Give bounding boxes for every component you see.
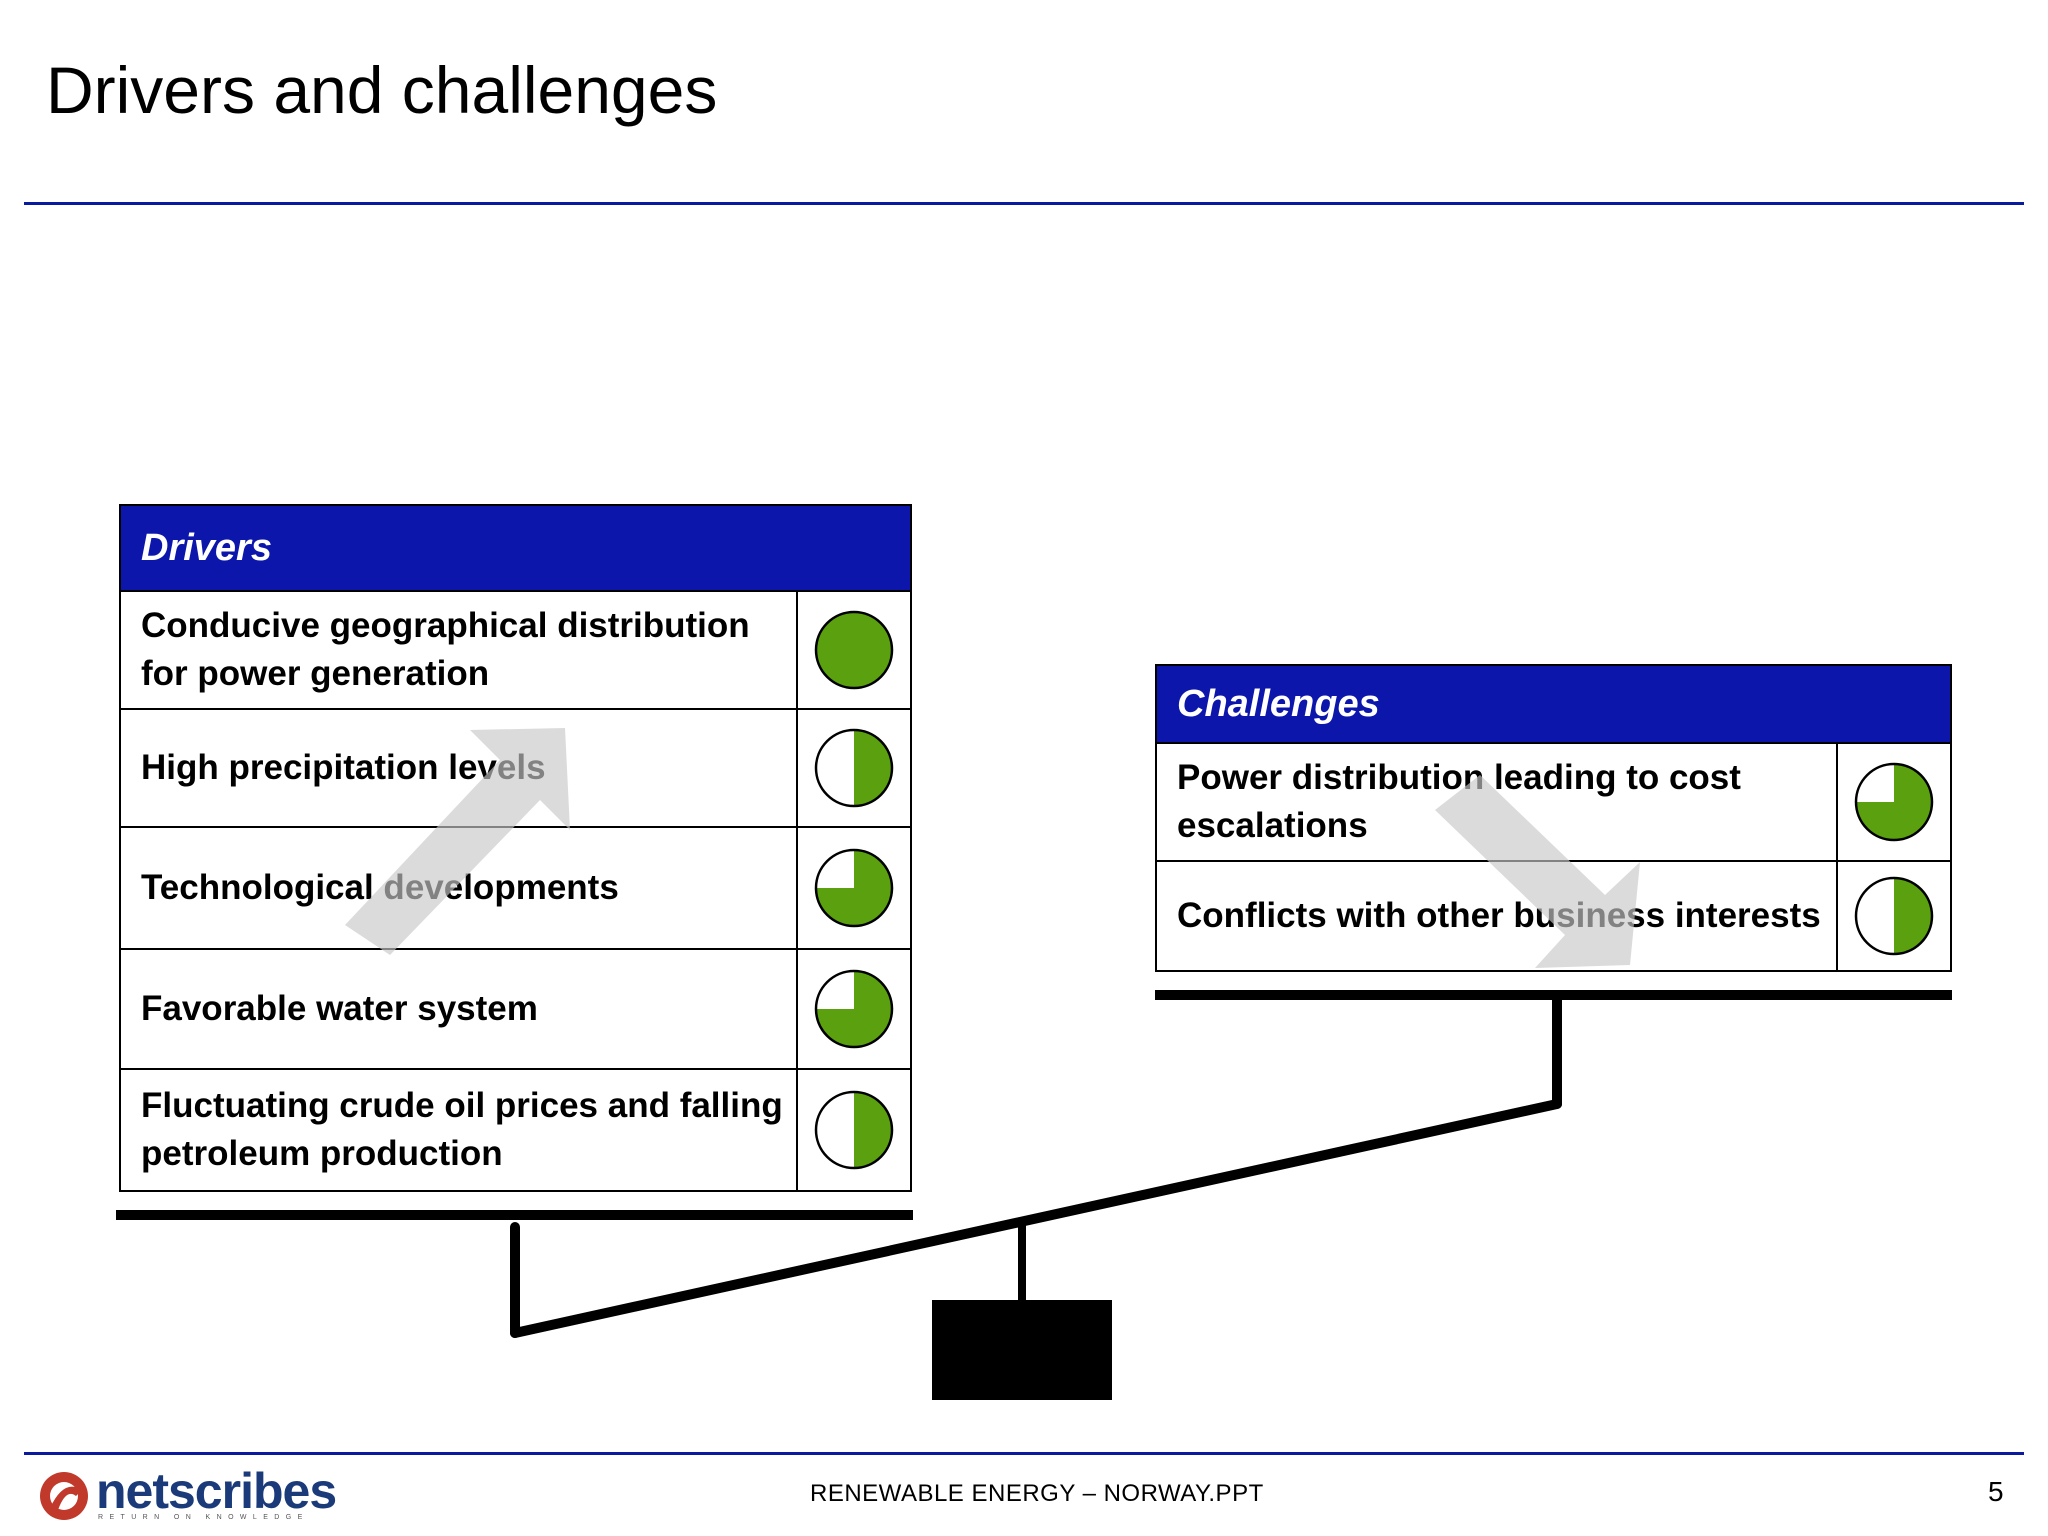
driver-label: Fluctuating crude oil prices and falling…: [121, 1070, 798, 1190]
logo-tagline: RETURN ON KNOWLEDGE: [98, 1514, 309, 1521]
page-number: 5: [1988, 1476, 2004, 1507]
challenge-label: Power distribution leading to cost escal…: [1157, 744, 1838, 860]
harvey-ball: [798, 1070, 910, 1190]
drivers-heading: Drivers: [121, 506, 910, 592]
harvey-ball: [1838, 862, 1950, 970]
scale-beam: [510, 1099, 1562, 1338]
driver-row: Favorable water system: [121, 950, 910, 1070]
driver-label: Conducive geographical distribution for …: [121, 592, 798, 708]
driver-row: Technological developments: [121, 828, 910, 950]
harvey-ball-icon: [814, 969, 894, 1049]
harvey-ball-icon: [1854, 876, 1934, 956]
left-scale-pan: [116, 1210, 913, 1220]
harvey-ball-icon: [814, 848, 894, 928]
netscribes-logo: netscribes RETURN ON KNOWLEDGE: [38, 1463, 338, 1524]
challenge-row: Power distribution leading to cost escal…: [1157, 744, 1950, 862]
slide-title: Drivers and challenges: [46, 53, 718, 127]
driver-row: High precipitation levels: [121, 710, 910, 828]
harvey-ball: [798, 710, 910, 826]
right-scale-pan: [1155, 990, 1952, 1000]
harvey-ball: [1838, 744, 1950, 860]
challenge-label: Conflicts with other business interests: [1157, 862, 1838, 970]
driver-label: Technological developments: [121, 828, 798, 948]
footer-divider: [24, 1452, 2024, 1455]
harvey-ball-icon: [814, 728, 894, 808]
driver-label: Favorable water system: [121, 950, 798, 1068]
challenges-panel: Challenges Power distribution leading to…: [1155, 664, 1952, 972]
harvey-ball-icon: [1854, 762, 1934, 842]
harvey-ball-icon: [814, 1090, 894, 1170]
logo-wordmark: netscribes: [96, 1463, 337, 1519]
harvey-ball: [798, 592, 910, 708]
harvey-ball-icon: [814, 610, 894, 690]
driver-row: Fluctuating crude oil prices and falling…: [121, 1070, 910, 1190]
drivers-panel: Drivers Conducive geographical distribut…: [119, 504, 912, 1192]
title-divider: [24, 202, 2024, 205]
scale-base: [932, 1300, 1112, 1400]
challenge-row: Conflicts with other business interests: [1157, 862, 1950, 970]
netscribes-logo-mark-icon: [40, 1472, 88, 1520]
harvey-ball: [798, 950, 910, 1068]
challenges-heading: Challenges: [1157, 666, 1950, 744]
footer-document-name: RENEWABLE ENERGY – NORWAY.PPT: [810, 1480, 1264, 1507]
driver-label: High precipitation levels: [121, 710, 798, 826]
driver-row: Conducive geographical distribution for …: [121, 592, 910, 710]
harvey-ball: [798, 828, 910, 948]
